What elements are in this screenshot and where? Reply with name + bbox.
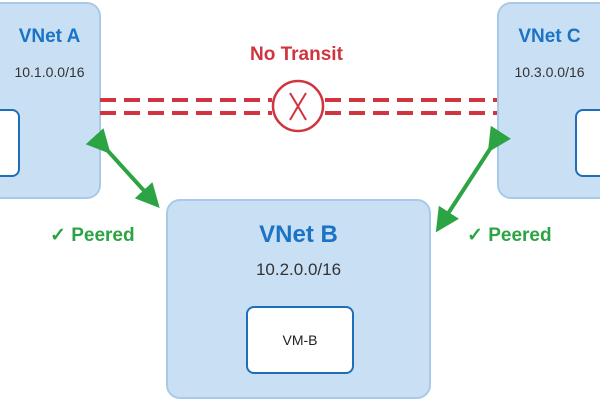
peering-arrow-right (435, 125, 511, 233)
peering-arrow-left (85, 128, 160, 208)
vnet-b: VNet B 10.2.0.0/16 VM-B (166, 199, 431, 399)
vm-b-label: VM-B (282, 332, 318, 348)
no-transit-label: No Transit (250, 44, 343, 65)
vnet-a: VNet A 10.1.0.0/16 (0, 2, 101, 199)
vnet-a-cidr: 10.1.0.0/16 (14, 64, 85, 80)
vm-a (0, 109, 20, 177)
peered-label-right: ✓ Peered (467, 225, 552, 246)
vnet-a-title: VNet A (18, 26, 81, 47)
x-circle-icon (271, 79, 325, 133)
vnet-c-cidr: 10.3.0.0/16 (514, 64, 585, 80)
vm-c (575, 109, 600, 177)
vnet-b-cidr: 10.2.0.0/16 (255, 260, 342, 279)
vnet-b-title: VNet B (259, 221, 338, 248)
vnet-c: VNet C 10.3.0.0/16 (497, 2, 600, 199)
vm-b: VM-B (246, 306, 354, 374)
peered-label-left: ✓ Peered (50, 225, 135, 246)
vnet-c-title: VNet C (518, 26, 581, 47)
no-transit-line (100, 98, 497, 115)
